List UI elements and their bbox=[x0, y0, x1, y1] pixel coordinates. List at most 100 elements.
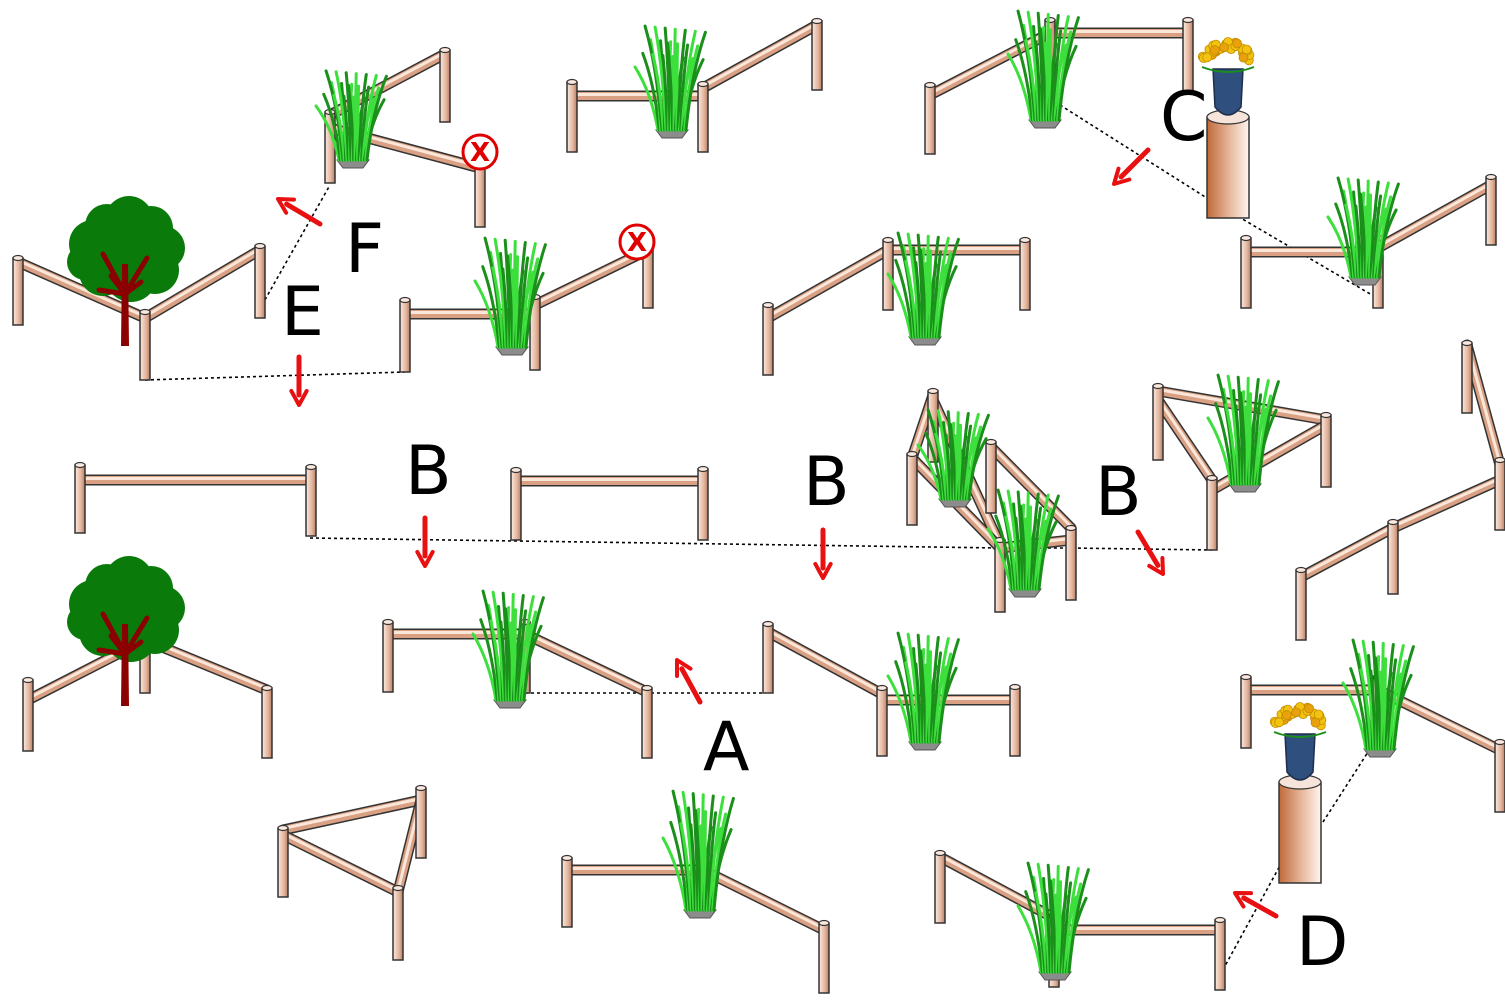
label-f: F bbox=[345, 210, 384, 289]
fence-rail bbox=[697, 864, 830, 936]
grass-top-right bbox=[1006, 9, 1080, 129]
label-a: A bbox=[703, 708, 750, 787]
grass-e bbox=[473, 236, 547, 356]
props-layer bbox=[67, 9, 1415, 981]
fence-post bbox=[399, 296, 411, 373]
dotted-path-c bbox=[1059, 104, 1373, 296]
fence-rail bbox=[1152, 394, 1218, 486]
fence-rail bbox=[139, 244, 266, 324]
forbidden-mark-1: X bbox=[470, 138, 490, 168]
grass-triangle bbox=[1206, 373, 1280, 493]
fence-post bbox=[254, 242, 266, 319]
forbidden-mark-2: X bbox=[627, 228, 647, 258]
fence-post bbox=[985, 438, 997, 514]
label-b-2: B bbox=[803, 443, 850, 522]
fence-rail bbox=[985, 441, 1077, 534]
fence-post bbox=[1214, 916, 1226, 991]
fence-post bbox=[1295, 566, 1307, 641]
fence-rail bbox=[277, 829, 404, 898]
forbidden-circle-2 bbox=[618, 223, 656, 261]
fence-rail bbox=[1372, 179, 1497, 254]
fence-post bbox=[1019, 236, 1031, 311]
fence-rail bbox=[519, 628, 653, 698]
dotted-path-e bbox=[144, 371, 406, 381]
grass-a-right bbox=[886, 631, 960, 751]
tree-top-left bbox=[67, 196, 185, 346]
fence-post bbox=[392, 884, 404, 961]
fence-post bbox=[510, 466, 522, 541]
fence-post bbox=[1240, 234, 1252, 309]
fence-post bbox=[22, 676, 34, 752]
fence-post bbox=[934, 849, 946, 924]
fence-rail bbox=[876, 694, 1021, 706]
fence-post bbox=[1152, 382, 1164, 461]
fence-rail bbox=[697, 19, 823, 94]
fence-rail bbox=[1048, 924, 1226, 936]
grass-top-middle bbox=[633, 24, 707, 139]
fence-post bbox=[994, 536, 1006, 613]
label-b-3: B bbox=[1095, 453, 1142, 532]
fence-post bbox=[261, 684, 273, 759]
fence-post bbox=[74, 461, 86, 534]
fence-post bbox=[474, 161, 486, 228]
grass-d-lower bbox=[1016, 861, 1090, 981]
fence-post bbox=[876, 684, 888, 757]
fence-rail bbox=[510, 475, 709, 487]
dotted-path-f bbox=[261, 184, 331, 306]
fence-post bbox=[811, 17, 823, 91]
arrow-b-1 bbox=[415, 515, 435, 568]
grass-bottom-middle bbox=[661, 789, 735, 919]
fence-post bbox=[1387, 518, 1399, 595]
label-e: E bbox=[281, 273, 324, 352]
fence-post bbox=[1461, 339, 1473, 414]
tree-bottom-left bbox=[67, 556, 185, 706]
arrow-b-3 bbox=[1135, 529, 1165, 576]
fence-post bbox=[641, 684, 653, 759]
grass-complex-2 bbox=[986, 488, 1060, 598]
grass-d-upper bbox=[1341, 638, 1415, 758]
fence-post bbox=[1494, 456, 1505, 531]
label-d: D bbox=[1296, 903, 1348, 982]
grass-c-end bbox=[1326, 176, 1400, 286]
dotted-path-lines bbox=[144, 104, 1373, 976]
dotted-path-d-1 bbox=[1219, 861, 1283, 976]
fence-rail bbox=[277, 794, 427, 836]
fence-rail bbox=[561, 864, 709, 876]
arrow-b-2 bbox=[813, 527, 833, 580]
arrow-f bbox=[276, 197, 323, 227]
fence-post bbox=[1009, 683, 1021, 757]
fence-post bbox=[1206, 474, 1218, 551]
fence-post bbox=[439, 46, 451, 123]
label-c: C bbox=[1160, 78, 1207, 157]
grass-a-left bbox=[471, 589, 545, 709]
fence-post bbox=[561, 854, 573, 928]
fence-rail bbox=[762, 244, 894, 324]
route-labels: A B B B C D E F bbox=[281, 78, 1348, 982]
pillar-c bbox=[1197, 37, 1255, 219]
grass-f bbox=[314, 69, 388, 169]
fence-post bbox=[818, 919, 830, 994]
fence-rail bbox=[934, 851, 1060, 924]
fence-post bbox=[1485, 173, 1497, 246]
arrow-d bbox=[1233, 891, 1279, 919]
fence-post bbox=[1065, 524, 1077, 601]
fence-post bbox=[762, 301, 774, 376]
fence-post bbox=[415, 784, 427, 859]
arrow-e bbox=[289, 354, 309, 407]
fence-post bbox=[305, 463, 317, 537]
fence-rail bbox=[762, 626, 888, 700]
fence-post bbox=[697, 465, 709, 541]
fence-rail bbox=[74, 474, 317, 486]
arrow-a bbox=[675, 658, 703, 705]
fence-post bbox=[697, 80, 709, 153]
grass-center bbox=[886, 231, 960, 346]
grass-complex-1 bbox=[916, 408, 990, 508]
fence-post bbox=[382, 618, 394, 693]
fence-post bbox=[139, 308, 151, 381]
dotted-path-d-2 bbox=[1322, 751, 1369, 823]
fence-rail bbox=[1387, 474, 1505, 534]
fence-post bbox=[277, 824, 289, 898]
fence-post bbox=[906, 450, 918, 526]
arrow-c bbox=[1112, 147, 1151, 186]
